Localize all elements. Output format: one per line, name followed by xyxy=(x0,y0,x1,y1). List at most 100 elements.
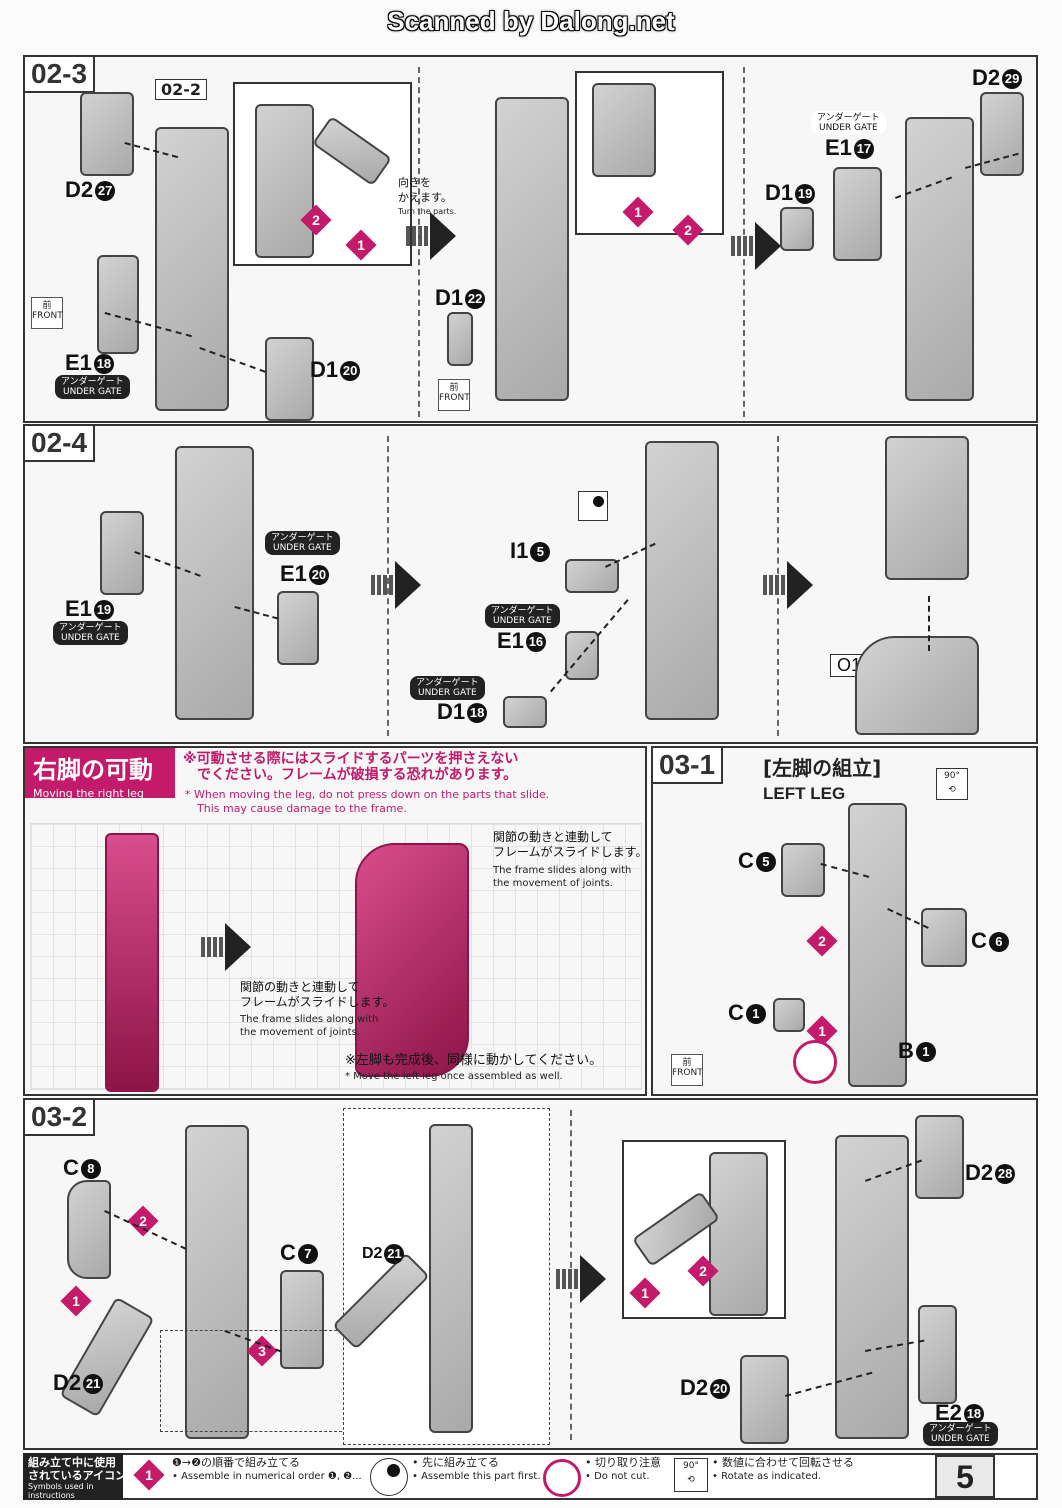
rotate-icon: 90°⟲ xyxy=(936,768,968,800)
watermark: Scanned by Dalong.net xyxy=(387,6,675,36)
note1-jp: 関節の動きと連動して フレームがスライドします。 xyxy=(493,830,648,859)
part-d2-20 xyxy=(740,1355,789,1444)
legend-rotate: • 数値に合わせて回転させる • Rotate as indicated. xyxy=(712,1456,854,1498)
leg-frame-bent xyxy=(355,843,469,1077)
detail-zoom: 2 1 xyxy=(233,82,412,266)
order-1: 1 xyxy=(60,1285,92,1317)
leg-frame xyxy=(185,1125,249,1439)
turn-note-jp: 向きを かえます。 xyxy=(398,176,452,204)
legend-do-not-cut-en: • Do not cut. xyxy=(585,1471,650,1482)
legend-order-jp: ❶→❷の順番で組み立てる xyxy=(172,1456,300,1469)
ref-step-label: 02-2 xyxy=(155,79,208,100)
legend-rotate-jp: • 数値に合わせて回転させる xyxy=(712,1456,854,1469)
step-number: 03-2 xyxy=(25,1100,96,1136)
turn-note-en: Turn the parts. xyxy=(398,207,457,216)
part-c8 xyxy=(67,1180,111,1279)
detail-zoom: 1 2 xyxy=(622,1140,786,1319)
part-d1-18 xyxy=(503,696,547,728)
part-e1-18 xyxy=(97,255,139,354)
note2-jp: 関節の動きと連動して フレームがスライドします。 xyxy=(240,980,395,1009)
note1-en: The frame slides along with the movement… xyxy=(493,865,632,889)
step-number: 02-4 xyxy=(25,426,96,462)
dashed-guide xyxy=(160,1330,347,1432)
legend-title-en: Symbols used in instructions xyxy=(28,1482,94,1500)
part-e1-19 xyxy=(100,511,144,595)
leg-frame xyxy=(848,803,907,1087)
legend-do-not-cut: • 切り取り注意 • Do not cut. xyxy=(585,1456,661,1498)
part-o1-foot xyxy=(855,636,979,735)
movement-arrow xyxy=(201,923,251,971)
part-d2-29 xyxy=(980,92,1024,176)
leg-frame xyxy=(835,1135,909,1439)
leg-frame xyxy=(175,446,254,720)
legend-title: 組み立て中に使用 されているアイコン Symbols used in instr… xyxy=(23,1453,126,1500)
left-leg-title-jp: [左脚の組立] xyxy=(763,756,882,780)
part-c5 xyxy=(781,843,825,897)
assemble-first-icon xyxy=(370,1458,408,1496)
legend-rotate-en: • Rotate as indicated. xyxy=(712,1471,821,1482)
step-number: 02-3 xyxy=(25,57,96,93)
do-not-cut-icon xyxy=(793,1040,837,1084)
next-step-arrow xyxy=(371,561,421,609)
rotate-icon: 90°⟲ xyxy=(674,1458,708,1492)
legend-order: ❶→❷の順番で組み立てる • Assemble in numerical ord… xyxy=(172,1456,362,1498)
order-2: 2 xyxy=(806,925,838,957)
warning-en-1: * When moving the leg, do not press down… xyxy=(185,788,550,801)
legend-order-en: • Assemble in numerical order ❶, ❷... xyxy=(172,1471,362,1482)
warning-en-2: This may cause damage to the frame. xyxy=(197,802,407,815)
warning-jp-1: ※可動させる際にはスライドするパーツを押さえない xyxy=(183,751,519,767)
part-c6 xyxy=(921,908,967,967)
part-d2-28 xyxy=(915,1115,964,1199)
divider xyxy=(418,67,420,417)
next-step-arrow xyxy=(731,222,781,270)
left-leg-title-en: LEFT LEG xyxy=(763,784,846,803)
left-leg-note-en: * Move the left leg once assembled as we… xyxy=(345,1071,563,1082)
legend-do-not-cut-jp: • 切り取り注意 xyxy=(585,1456,661,1469)
part-d1-20 xyxy=(265,337,314,421)
part-d1-19 xyxy=(780,207,814,251)
part-c1 xyxy=(773,998,805,1032)
warning-jp-2: でください。フレームが破損する恐れがあります。 xyxy=(197,767,518,783)
do-not-cut-icon xyxy=(543,1459,581,1497)
part-e1-16 xyxy=(565,631,599,680)
leg-frame xyxy=(155,127,229,411)
part-e1-17 xyxy=(833,167,882,261)
leg-frame xyxy=(495,97,569,401)
note2-en: The frame slides along with the movement… xyxy=(240,1014,379,1038)
part-i1-5 xyxy=(565,559,619,593)
next-step-arrow xyxy=(556,1255,606,1303)
right-leg-title-jp: 右脚の可動 xyxy=(33,756,153,784)
next-step-arrow xyxy=(763,561,813,609)
